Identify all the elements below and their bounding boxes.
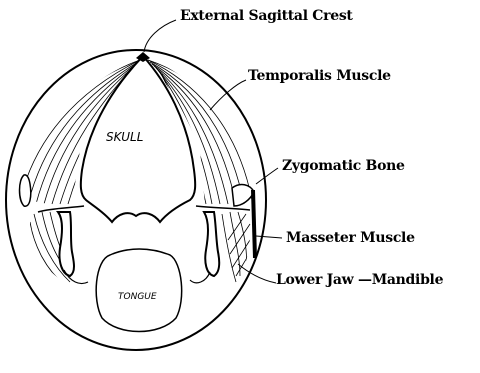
zygomatic-bone-bar (253, 190, 255, 258)
label-external-sagittal-crest: External Sagittal Crest (180, 8, 353, 24)
label-masseter-muscle: Masseter Muscle (286, 230, 415, 246)
skull-handwritten-label: SKULL (106, 130, 143, 144)
zygomatic-arch-left (20, 175, 31, 206)
zygomatic-arch-right (232, 185, 254, 206)
label-lower-jaw-mandible: Lower Jaw —Mandible (276, 272, 443, 288)
mandible-ramus-left (58, 212, 74, 276)
masseter-hatching-right (222, 212, 250, 282)
pointer-mandible (238, 264, 276, 283)
tongue-handwritten-label: TONGUE (118, 292, 157, 302)
label-zygomatic-bone: Zygomatic Bone (282, 158, 405, 174)
pointer-sagittal (144, 20, 176, 52)
mandible-ramus-right (204, 212, 219, 276)
pointer-masseter (256, 236, 282, 238)
pointer-zygomatic (256, 168, 278, 184)
label-temporalis-muscle: Temporalis Muscle (248, 68, 391, 84)
tongue-outline (96, 249, 181, 332)
